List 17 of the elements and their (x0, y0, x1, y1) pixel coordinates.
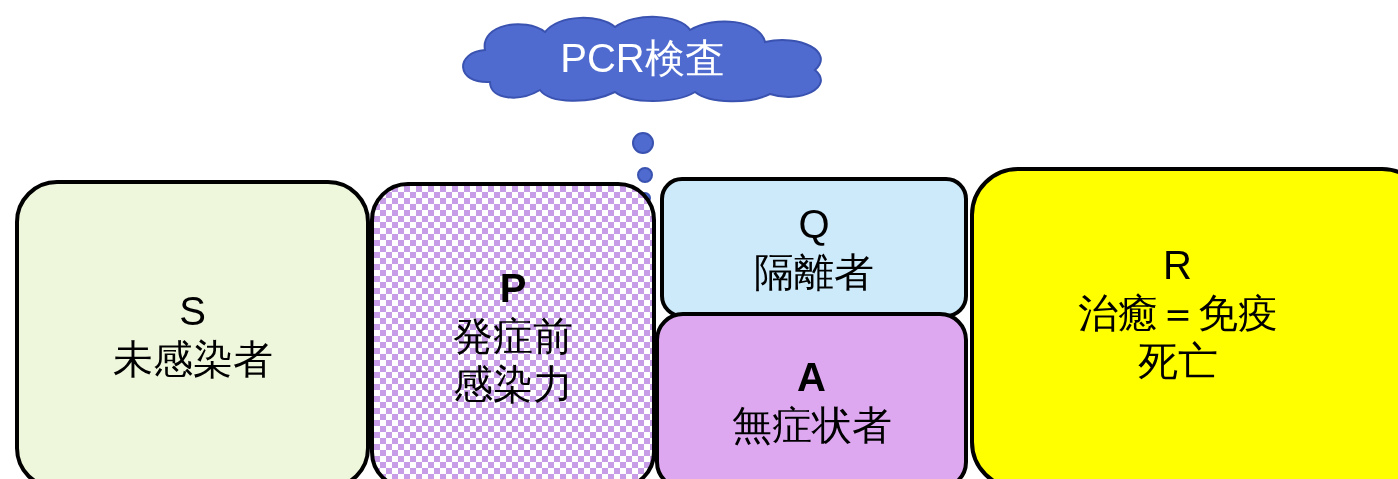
compartment-label: 無症状者 (731, 402, 892, 449)
compartment-label: 死亡 (1137, 338, 1218, 385)
compartment-label: 隔離者 (754, 248, 874, 296)
compartment-label: 治癒＝免疫 (1077, 290, 1278, 337)
compartment-box (15, 180, 370, 479)
compartment-label: 発症前感染力 (452, 313, 574, 408)
compartment-label: 未感染者 (112, 336, 273, 383)
cloud-text: PCR検査 (560, 35, 725, 82)
compartment-box (660, 177, 968, 318)
compartment-letter: Q (798, 200, 830, 248)
compartment-letter: S (179, 288, 206, 335)
compartment-letter: P (499, 265, 527, 312)
compartment-letter: A (797, 354, 826, 401)
compartment-box (655, 312, 968, 479)
compartment-letter: R (1163, 242, 1192, 289)
compartment-box (370, 182, 656, 479)
compartment-box (970, 167, 1398, 479)
